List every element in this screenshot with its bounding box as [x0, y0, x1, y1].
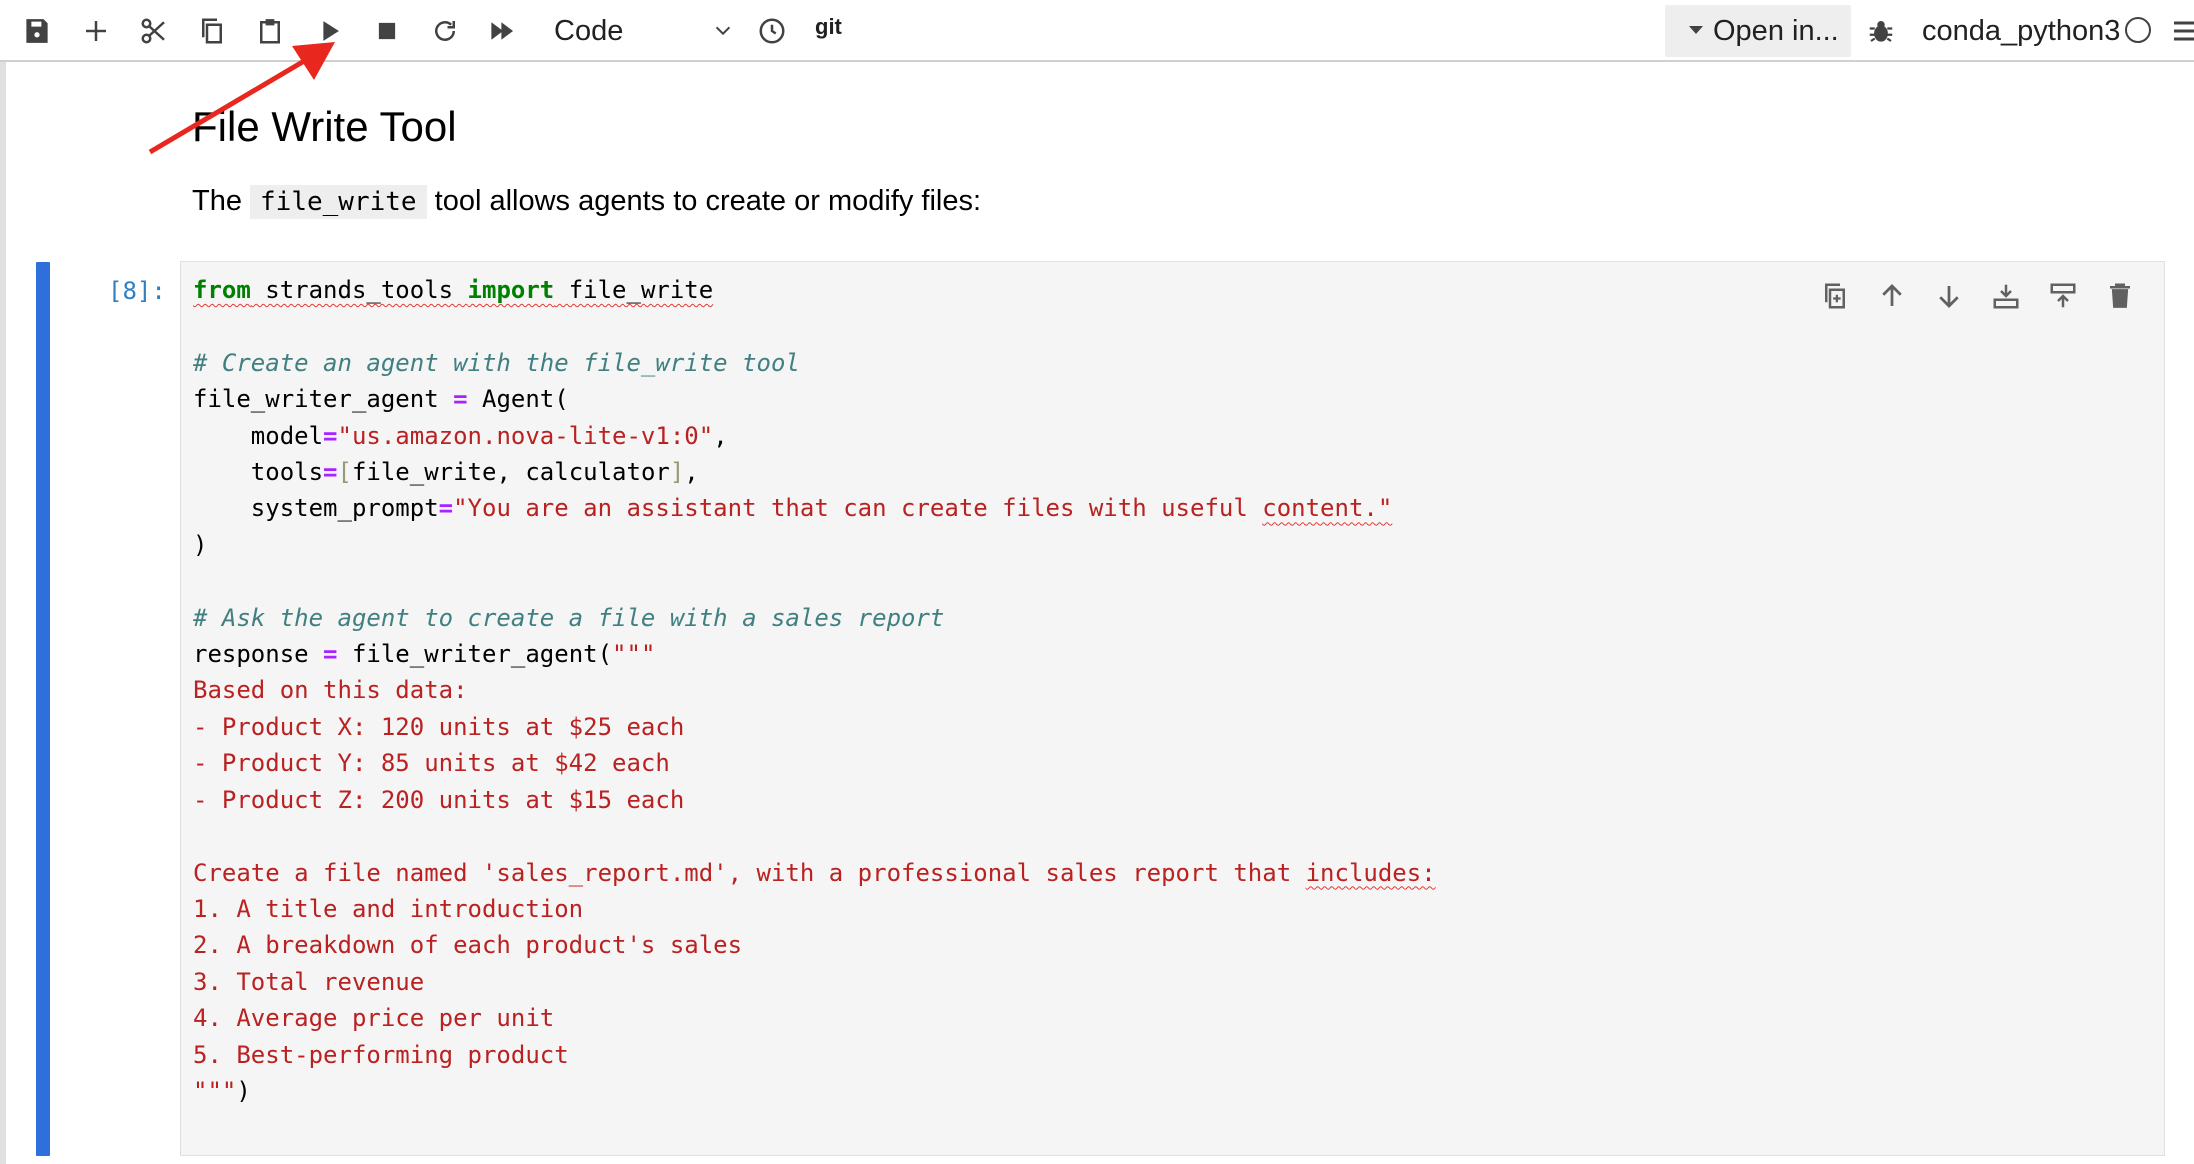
- save-icon[interactable]: [16, 10, 58, 52]
- string-line-22: 5. Best-performing product: [193, 1040, 569, 1069]
- move-down-icon[interactable]: [1929, 278, 1969, 314]
- string-line-18: 1. A title and introduction: [193, 894, 584, 923]
- bracket: [: [337, 458, 352, 487]
- module-name: strands_tools: [250, 276, 468, 304]
- restart-icon[interactable]: [424, 10, 466, 52]
- code-line-5b: ,: [713, 421, 728, 450]
- insert-above-icon[interactable]: [2043, 278, 2083, 314]
- debug-icon[interactable]: [1860, 10, 1902, 52]
- open-in-dropdown[interactable]: Open in...: [1665, 5, 1851, 57]
- string-literal: content.": [1262, 494, 1393, 523]
- string-literal: "us.amazon.nova-lite-v1:0": [337, 421, 714, 450]
- operator: =: [453, 385, 468, 414]
- code-line-5a: model: [193, 421, 324, 450]
- code-line-23: ): [236, 1076, 251, 1105]
- kernel-status-icon: [2125, 17, 2151, 43]
- git-button[interactable]: git: [815, 14, 842, 39]
- kernel-name[interactable]: conda_python3: [1922, 15, 2121, 47]
- delete-icon[interactable]: [2100, 278, 2140, 314]
- cut-icon[interactable]: [133, 10, 175, 52]
- annotation-arrow: [148, 42, 335, 155]
- operator: =: [323, 421, 338, 450]
- import-name: file_write: [554, 276, 714, 304]
- string-line-14: - Product Y: 85 units at $42 each: [193, 749, 670, 778]
- cell-collapser[interactable]: [36, 262, 50, 1156]
- paragraph-text-after: tool allows agents to create or modify f…: [426, 185, 982, 217]
- code-editor[interactable]: from strands_tools import file_write # C…: [180, 261, 2165, 1156]
- cell-type-value: Code: [554, 15, 624, 47]
- string-line-15: - Product Z: 200 units at $15 each: [193, 785, 685, 814]
- markdown-paragraph: The file_write tool allows agents to cre…: [192, 180, 981, 223]
- string-literal: """: [612, 640, 656, 669]
- move-up-icon[interactable]: [1872, 278, 1912, 314]
- operator: =: [323, 458, 338, 487]
- string-line-13: - Product X: 120 units at $25 each: [193, 712, 685, 741]
- operator: =: [438, 494, 454, 523]
- copy-icon[interactable]: [191, 10, 233, 52]
- paragraph-text-before: The: [192, 185, 251, 217]
- cell-toolbar: [1815, 278, 2140, 314]
- paste-icon[interactable]: [249, 10, 291, 52]
- string-line-21: 4. Average price per unit: [193, 1004, 555, 1033]
- cell-type-select[interactable]: Code: [554, 12, 734, 50]
- execution-count: [8]:: [108, 277, 166, 305]
- clock-icon[interactable]: [751, 10, 793, 52]
- code-line-1: from strands_tools import file_write: [193, 276, 713, 304]
- stop-icon[interactable]: [366, 10, 408, 52]
- notebook-toolbar: Code git Open in... conda_python3: [0, 0, 2194, 62]
- code-line-6b: file_write, calculator: [351, 458, 670, 487]
- code-comment-1: # Create an agent with the file_write to…: [193, 348, 800, 377]
- keyword-import: import: [467, 276, 555, 304]
- code-line-4a: file_writer_agent: [193, 385, 454, 414]
- code-comment-2: # Ask the agent to create a file with a …: [193, 603, 945, 632]
- code-line-8: ): [193, 530, 208, 559]
- keyword-from: from: [193, 276, 251, 304]
- inline-code: file_write: [250, 185, 427, 219]
- markdown-heading: File Write Tool: [192, 103, 457, 150]
- fast-forward-icon[interactable]: [481, 10, 523, 52]
- code-line-6a: tools: [193, 458, 324, 487]
- code-line-4b: Agent(: [467, 385, 569, 414]
- code-line-7a: system_prompt: [193, 494, 439, 523]
- string-line-12: Based on this data:: [193, 676, 468, 705]
- open-in-label: Open in...: [1713, 15, 1839, 47]
- string-literal: """: [193, 1076, 237, 1105]
- string-literal: "You are an assistant that can create fi…: [453, 494, 1263, 523]
- string-line-17a: Create a file named 'sales_report.md', w…: [193, 858, 1306, 887]
- notebook-left-border: [0, 62, 6, 1164]
- string-line-17b: includes:: [1305, 858, 1436, 887]
- string-line-19: 2. A breakdown of each product's sales: [193, 931, 743, 960]
- bracket: ]: [669, 458, 685, 487]
- chevron-down-icon: [715, 26, 731, 36]
- duplicate-icon[interactable]: [1815, 278, 1855, 314]
- code-line-11b: file_writer_agent(: [337, 640, 613, 669]
- operator: =: [323, 640, 338, 669]
- code-line-6c: ,: [684, 458, 699, 487]
- string-line-20: 3. Total revenue: [193, 967, 425, 996]
- add-icon[interactable]: [75, 10, 117, 52]
- caret-down-icon: [1689, 26, 1703, 35]
- insert-below-icon[interactable]: [1986, 278, 2026, 314]
- run-icon[interactable]: [308, 10, 350, 52]
- code-line-11a: response: [193, 640, 324, 669]
- menu-icon[interactable]: [2172, 18, 2194, 44]
- code-content[interactable]: from strands_tools import file_write # C…: [193, 272, 1436, 1109]
